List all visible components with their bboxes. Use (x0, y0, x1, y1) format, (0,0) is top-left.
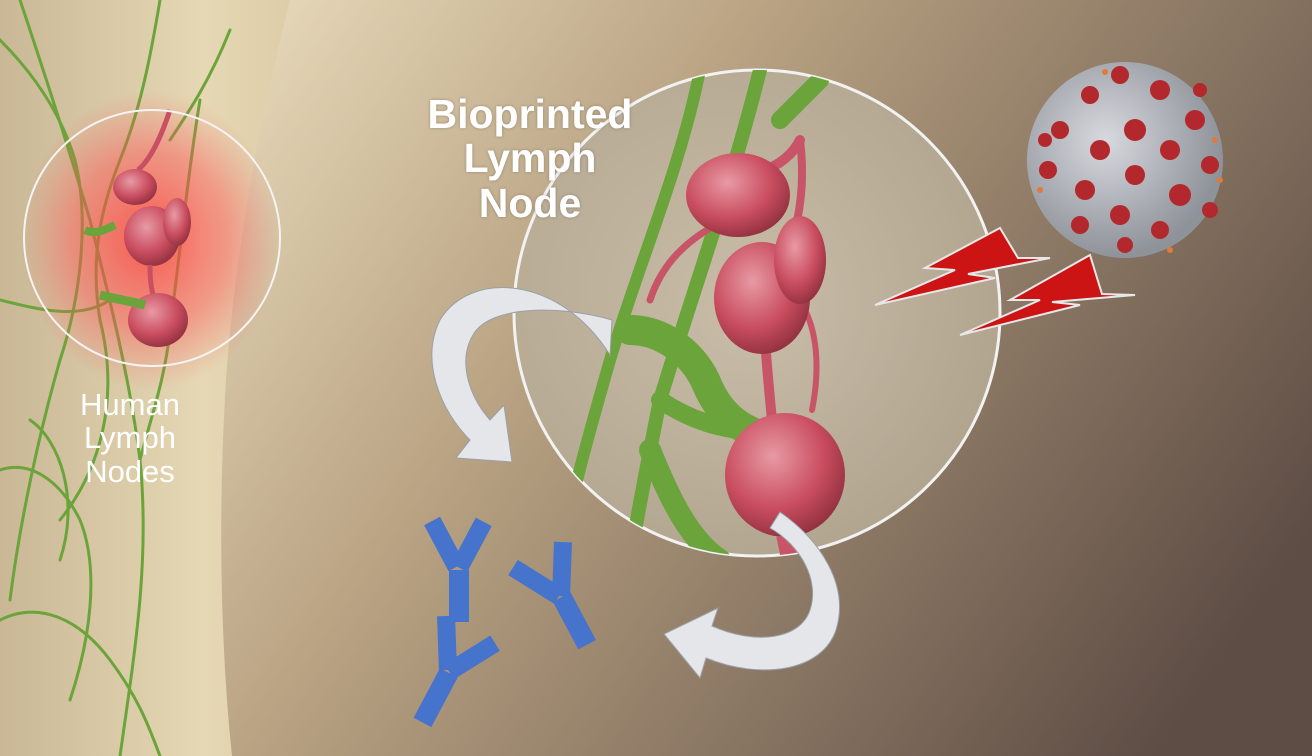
human-label-line: Human (80, 387, 180, 422)
body-lymph-nodes (83, 109, 191, 347)
coronavirus-icon (1027, 62, 1223, 258)
antibody-icon (508, 541, 596, 650)
human-label-line: Lymph (84, 420, 176, 456)
antibody-icon (413, 615, 500, 728)
bioprinted-lymph-node-label: Bioprinted Lymph Node (395, 92, 665, 225)
lightning-bolt-icon (874, 226, 1136, 336)
curved-arrow-icon (431, 287, 613, 463)
bio-label-line: Lymph (463, 135, 597, 182)
curved-arrow-icon (663, 511, 840, 680)
bio-label-line: Bioprinted (427, 91, 633, 137)
magnified-lymph-node (554, 70, 845, 556)
body-node-circle (23, 109, 281, 367)
antibody-icon (424, 516, 492, 622)
human-label-line: Nodes (85, 453, 175, 489)
bio-label-line: Node (478, 179, 582, 226)
human-lymph-nodes-label: Human Lymph Nodes (40, 387, 220, 489)
